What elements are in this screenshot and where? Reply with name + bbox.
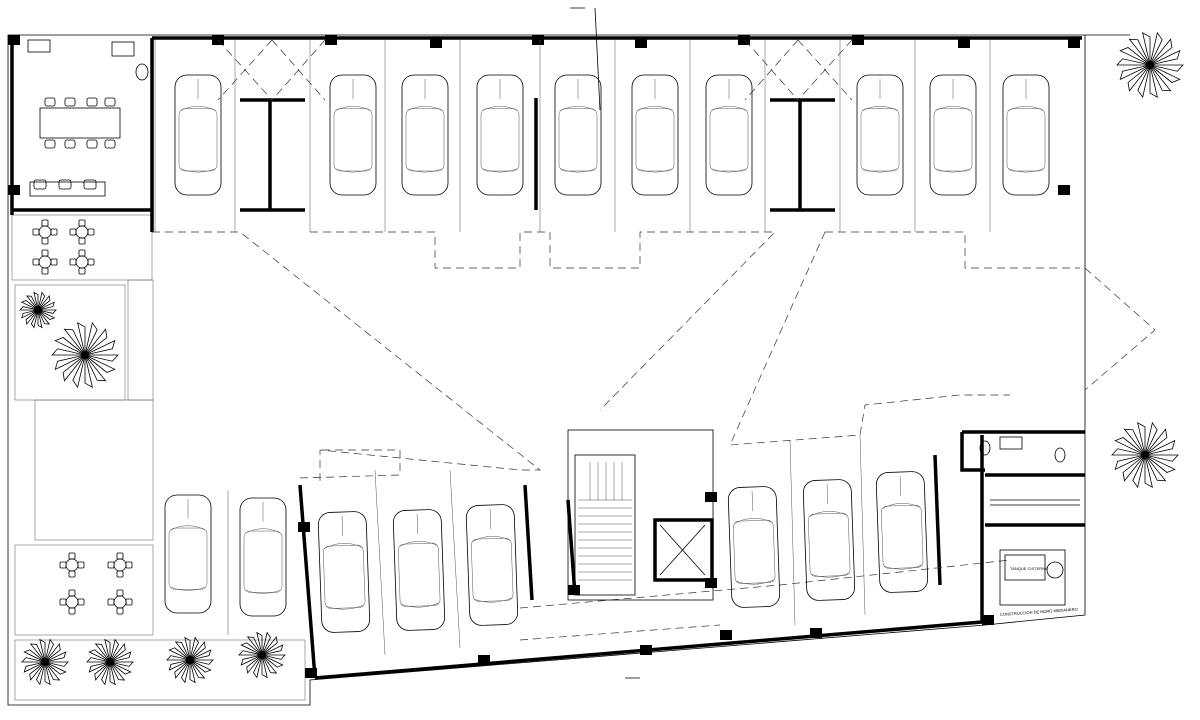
column (705, 492, 717, 502)
column (640, 645, 652, 655)
car (875, 471, 929, 593)
car (476, 74, 524, 196)
table-with-chairs (32, 219, 58, 245)
wall-note: CONSTRUCCION DE MURO MEDIANERO (1000, 607, 1078, 617)
column (305, 668, 317, 678)
tree-icon (51, 321, 119, 389)
table-with-chairs (59, 552, 85, 578)
tank-label: TANQUE CISTERNA (1010, 566, 1048, 571)
stall-line (789, 439, 796, 626)
car (727, 486, 781, 608)
tree-icon (166, 636, 214, 684)
car (164, 494, 212, 614)
car (802, 479, 856, 601)
trees (19, 31, 1184, 686)
column (1058, 185, 1070, 195)
stall-line (449, 469, 461, 649)
car (631, 74, 679, 196)
column (532, 35, 544, 45)
outdoor-tables (32, 219, 133, 615)
car (174, 74, 222, 196)
car (329, 74, 377, 196)
garden-areas (11, 214, 306, 701)
driveway-ramps (152, 231, 1156, 641)
column (298, 522, 310, 532)
column (430, 38, 442, 48)
stall-line (374, 469, 386, 656)
office-room (27, 39, 149, 197)
car (239, 497, 287, 617)
tree-icon (86, 638, 134, 686)
car (317, 511, 371, 633)
lift-void (217, 39, 273, 101)
table-with-chairs (69, 249, 95, 275)
column (720, 630, 732, 640)
table-with-chairs (32, 249, 58, 275)
car (392, 509, 446, 631)
column (568, 585, 580, 595)
car (465, 504, 519, 626)
site-boundary (7, 34, 1130, 706)
table-with-chairs (107, 552, 133, 578)
column (982, 615, 994, 625)
car (705, 74, 753, 196)
parking-cars (154, 39, 1050, 656)
car (554, 74, 602, 196)
column (852, 35, 864, 45)
column (810, 628, 822, 638)
car (1002, 74, 1050, 196)
tree-icon (21, 638, 69, 686)
table-with-chairs (107, 589, 133, 615)
column (635, 38, 647, 48)
column (325, 35, 337, 45)
tree-icon (1111, 421, 1179, 489)
stall-line (859, 434, 866, 616)
section-line-marker (570, 7, 640, 679)
table-with-chairs (59, 589, 85, 615)
column (738, 35, 750, 45)
car (401, 74, 449, 196)
tree-icon (1116, 31, 1184, 99)
structural-columns (8, 35, 1080, 678)
tree-icon (238, 631, 286, 679)
lift-void (744, 39, 799, 101)
column (8, 185, 20, 195)
column (958, 38, 970, 48)
lift-void (271, 39, 326, 101)
tree-icon (19, 291, 57, 329)
column (1068, 38, 1080, 48)
service-rooms: TANQUE CISTERNA CONSTRUCCION DE MURO MED… (979, 436, 1080, 617)
car (929, 74, 977, 196)
walls (10, 36, 1085, 680)
lift-void (797, 39, 853, 101)
column (705, 578, 717, 588)
car (856, 74, 904, 196)
table-with-chairs (69, 219, 95, 245)
column (478, 655, 490, 665)
stair-core (567, 429, 714, 601)
column (8, 35, 20, 45)
